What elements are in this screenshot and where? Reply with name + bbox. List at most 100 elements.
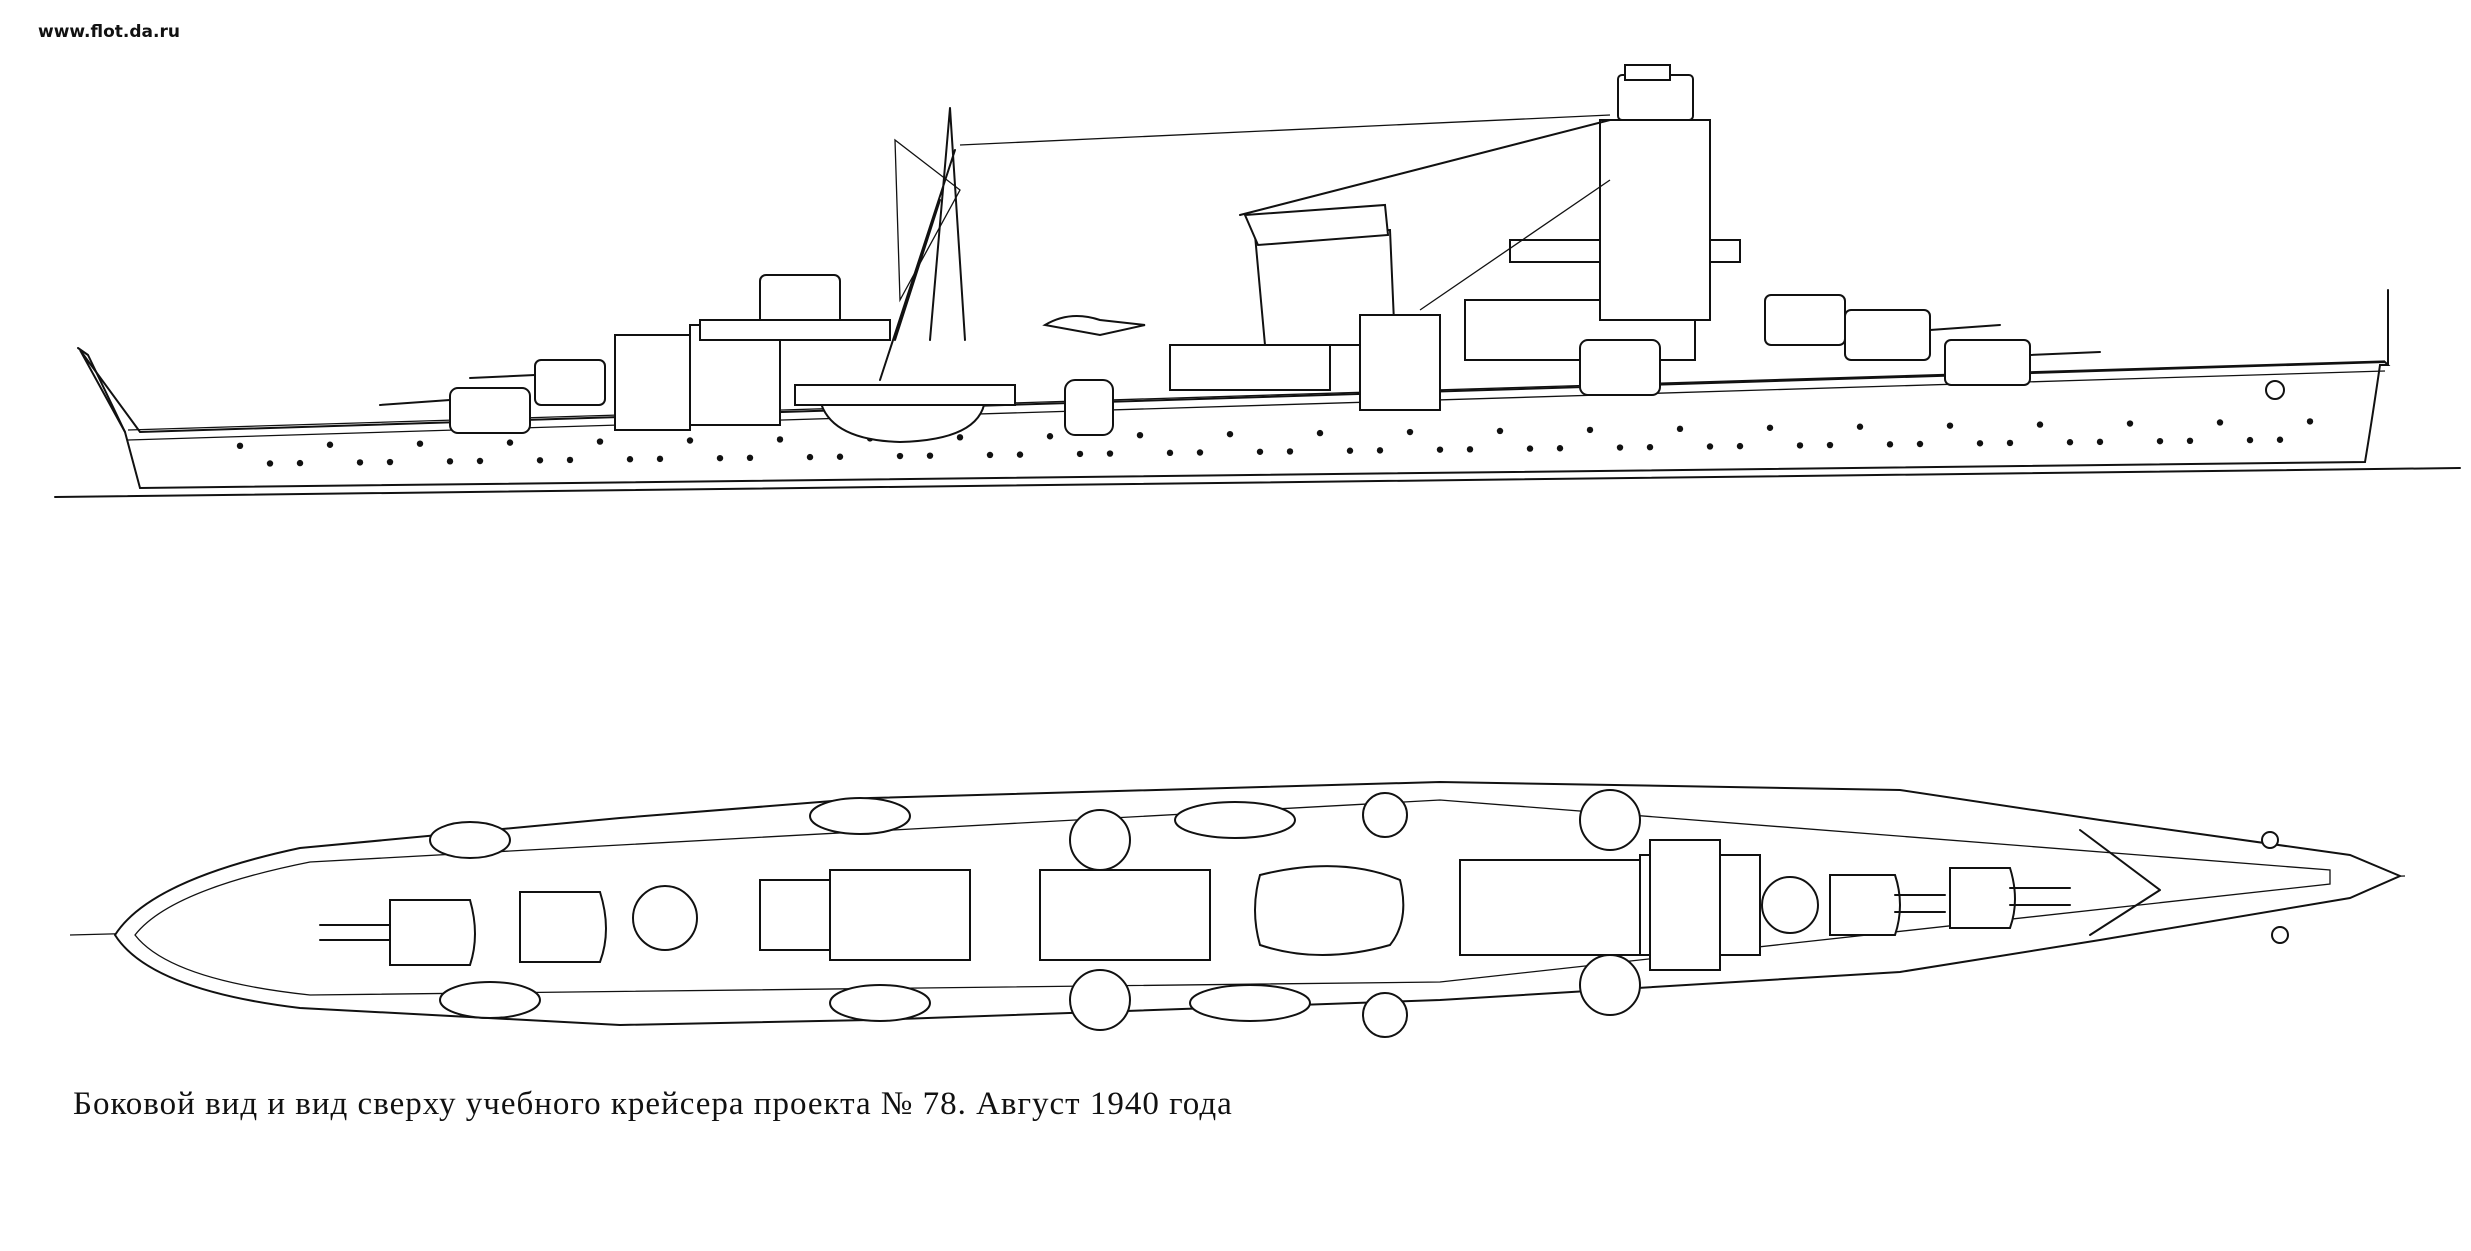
porthole (2246, 436, 2254, 444)
side-waterline (54, 467, 2461, 498)
side-turret-fwd-3 (1944, 339, 2031, 386)
porthole (1526, 445, 1534, 452)
top-tower (1649, 839, 1721, 971)
porthole (986, 451, 994, 459)
side-funnel-base (1169, 344, 1331, 391)
top-fwd-superstructure (1459, 859, 1641, 956)
porthole (596, 438, 604, 445)
side-stay-lower (1419, 179, 1611, 311)
porthole (236, 442, 244, 450)
top-tub-s2 (1362, 992, 1408, 1038)
side-view (54, 64, 2461, 498)
side-stern-flagstaff (77, 347, 126, 433)
porthole (1736, 442, 1744, 450)
top-aft-deckhouse (759, 879, 831, 951)
top-turret-aft-1 (389, 899, 476, 966)
side-rangefinder-top (1624, 64, 1671, 81)
porthole (1406, 428, 1414, 436)
porthole (926, 452, 934, 459)
porthole (1166, 449, 1174, 457)
side-gun-aft-2 (469, 374, 536, 379)
side-gun-fwd-3 (2029, 351, 2101, 356)
porthole (1676, 425, 1684, 433)
porthole (356, 459, 364, 466)
watermark-url: www.flot.da.ru (38, 22, 180, 42)
porthole (1016, 451, 1024, 458)
top-tub-s3 (1579, 954, 1641, 1016)
figure-caption: Боковой вид и вид сверху учебного крейсе… (73, 1086, 1233, 1122)
top-boat-4 (829, 984, 931, 1022)
porthole (1346, 447, 1354, 454)
porthole (266, 460, 274, 467)
top-anchor-port (2261, 831, 2279, 849)
porthole (386, 458, 394, 466)
side-aft-mast-rigging (894, 138, 961, 303)
porthole (1886, 441, 1894, 448)
porthole (1706, 443, 1714, 450)
side-turret-aft-2 (534, 359, 606, 406)
top-boat-3 (809, 797, 911, 835)
side-turret-fwd-2 (1844, 309, 1931, 361)
side-seaplane-float (1064, 379, 1114, 436)
side-fwd-deckhouse (1359, 314, 1441, 411)
side-boat-deck (794, 384, 1016, 406)
porthole (536, 457, 544, 464)
top-boat-6 (1189, 984, 1311, 1022)
porthole (656, 455, 664, 463)
side-aft-mast (879, 107, 966, 381)
side-gun-aft-1 (379, 399, 451, 406)
porthole (506, 439, 514, 446)
porthole (1646, 443, 1654, 451)
side-funnel-cap (1243, 203, 1390, 247)
top-boat-5 (1174, 801, 1296, 839)
porthole (296, 459, 304, 467)
porthole (746, 454, 754, 462)
top-boat-1 (429, 821, 511, 859)
porthole (1196, 449, 1204, 456)
porthole (806, 453, 814, 461)
porthole (2066, 439, 2074, 446)
porthole (1766, 424, 1774, 431)
top-boat-2 (439, 981, 541, 1019)
porthole (1466, 446, 1474, 453)
side-crane-boom (1239, 119, 1611, 216)
top-anchor-stbd (2271, 926, 2289, 944)
side-fwd-tower (1599, 119, 1711, 321)
porthole (1946, 422, 1954, 429)
porthole (716, 454, 724, 462)
porthole (2006, 439, 2014, 447)
porthole (1916, 440, 1924, 448)
porthole (836, 453, 844, 460)
porthole (476, 457, 484, 465)
porthole (566, 456, 574, 464)
porthole (1136, 432, 1144, 439)
side-gun-fwd-2 (1929, 324, 2001, 331)
side-aft-deckhouse (689, 324, 781, 426)
porthole (776, 436, 784, 443)
porthole (1586, 426, 1594, 434)
porthole (2036, 421, 2044, 428)
porthole (416, 440, 424, 447)
porthole (896, 452, 904, 460)
porthole (1496, 427, 1504, 435)
side-rangefinder (1617, 74, 1694, 121)
top-turret-aft-2 (519, 891, 607, 963)
porthole (1556, 445, 1564, 452)
top-funnel (1254, 865, 1405, 956)
porthole (956, 434, 964, 441)
top-turret-fwd-1 (1829, 874, 1901, 936)
side-hull (79, 349, 2391, 490)
porthole (1826, 441, 1834, 449)
porthole (1076, 450, 1084, 458)
porthole (2096, 438, 2104, 446)
porthole (1256, 448, 1264, 455)
top-tub-fwd (1761, 876, 1819, 934)
porthole (1376, 447, 1384, 454)
side-aft-superstructure (614, 334, 691, 431)
porthole (446, 458, 454, 465)
porthole (1436, 446, 1444, 453)
top-turret-fwd-2 (1949, 867, 2016, 929)
side-turret-aft-1 (449, 387, 531, 434)
top-tub-s1 (1069, 969, 1131, 1031)
top-tub-p1 (1069, 809, 1131, 871)
